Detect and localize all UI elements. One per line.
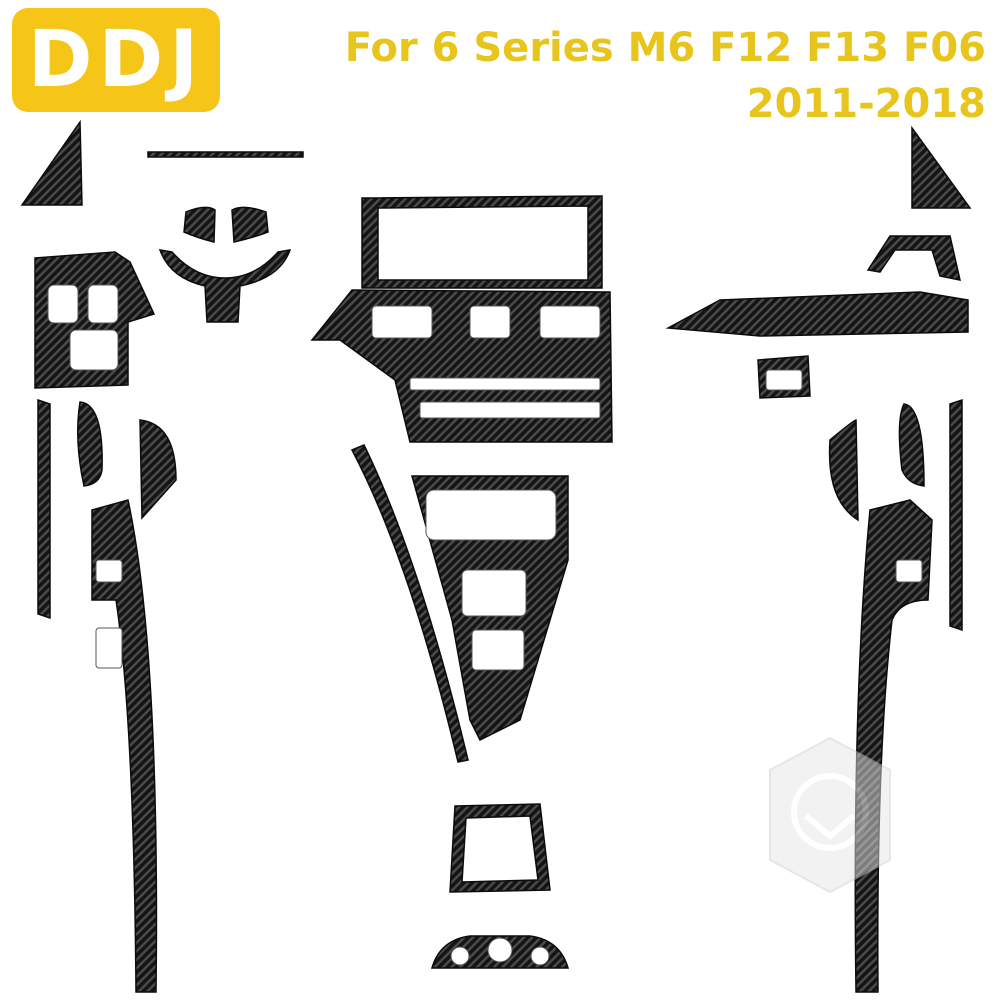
left-switch-opening-2 — [95, 627, 123, 669]
a-pillar-trim-left — [20, 119, 83, 206]
right-door-handle-trim — [898, 403, 925, 487]
cluster-dial-opening — [69, 329, 119, 371]
gear-mid-opening — [461, 569, 527, 617]
left-door-pull-trim — [139, 419, 177, 520]
right-door-strip-trim — [949, 398, 963, 632]
left-door-strip-trim — [37, 398, 51, 620]
console-side-trim — [350, 444, 469, 763]
vent-opening-3 — [539, 305, 601, 339]
product-title: For 6 Series M6 F12 F13 F06 2011-2018 — [345, 20, 986, 132]
steering-button-trim-left — [183, 206, 216, 243]
passenger-dash-strip — [665, 291, 969, 337]
title-line-1: For 6 Series M6 F12 F13 F06 — [344, 25, 986, 71]
radio-slot-2 — [419, 401, 601, 419]
brand-logo: DDJ — [12, 8, 220, 112]
left-window-switch-panel — [91, 499, 158, 993]
button-opening-3 — [530, 946, 550, 966]
cupholder-trim — [449, 803, 551, 893]
radio-slot-1 — [409, 377, 601, 391]
passenger-vent-trim — [866, 235, 961, 281]
a-pillar-trim-right — [911, 125, 972, 209]
steering-lower-trim — [158, 249, 292, 323]
glovebox-opening — [765, 369, 803, 391]
button-opening-1 — [450, 946, 470, 966]
left-switch-opening-1 — [95, 559, 123, 583]
helmet-watermark-icon — [769, 736, 891, 894]
button-opening-2 — [487, 937, 513, 963]
steering-button-trim-right — [231, 206, 269, 243]
cluster-opening-left — [47, 284, 79, 324]
gear-low-opening — [471, 629, 525, 671]
brand-logo-text: DDJ — [27, 15, 205, 105]
title-line-2: 2011-2018 — [746, 81, 986, 127]
left-door-handle-trim — [77, 401, 103, 487]
dash-top-strip — [147, 151, 304, 158]
vent-opening-1 — [371, 305, 433, 339]
center-display-bezel — [361, 195, 603, 289]
vent-opening-2 — [469, 305, 511, 339]
right-door-pull-trim — [828, 419, 859, 522]
cluster-opening-right — [87, 284, 119, 324]
gear-top-opening — [425, 489, 557, 541]
right-switch-opening — [895, 559, 923, 583]
